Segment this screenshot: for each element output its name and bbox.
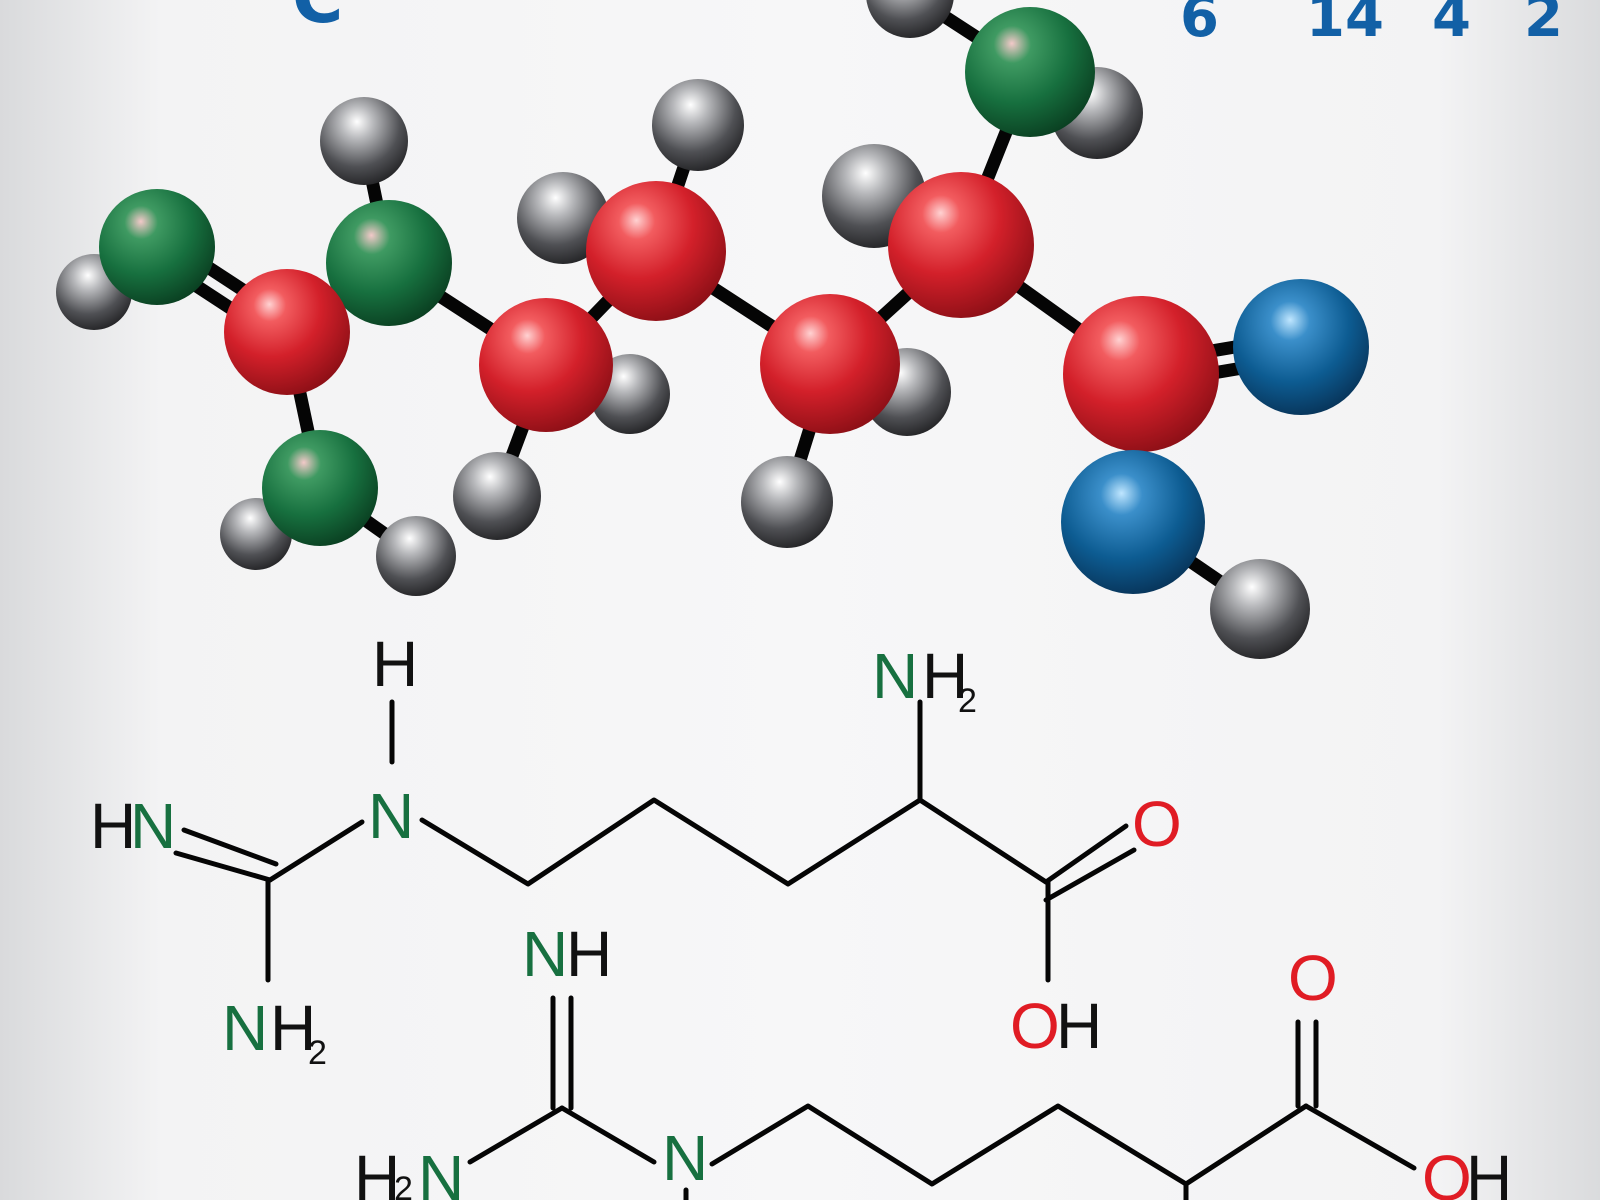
formula-subscript-c: 6 <box>1180 0 1219 50</box>
label-nh2-top-sub: 2 <box>958 682 977 720</box>
bond-c-o-double-b <box>1043 847 1137 903</box>
label2-oh-o: O <box>1422 1142 1472 1200</box>
oxygen-atom <box>1233 279 1369 415</box>
bond-c-n-mid <box>267 819 365 883</box>
structure-1-labels: H N H 2 H N N O N H 2 O H <box>90 628 1182 1072</box>
carbon-atom <box>586 181 726 321</box>
bond-c-nh-double-b <box>181 827 279 867</box>
nitrogen-atom <box>965 7 1095 137</box>
formula-subscript-h: 14 <box>1306 0 1384 50</box>
label-n-mid: N <box>368 780 414 852</box>
label2-nh-h: H <box>566 918 612 990</box>
hydrogen-atom <box>453 452 541 540</box>
ball-and-stick-model <box>56 0 1369 659</box>
carbon-chain-2 <box>709 1103 1309 1187</box>
hydrogen-atom <box>517 172 609 264</box>
label-oh-h: H <box>1056 990 1102 1062</box>
hydrogen-atom <box>866 0 954 38</box>
carbon-atom <box>1063 296 1219 452</box>
label-hn-n: N <box>130 790 176 862</box>
formula-c-fragment: C <box>292 0 343 39</box>
formula-subscript-n: 4 <box>1432 0 1471 50</box>
carbon-atom <box>760 294 900 434</box>
label-o-top: O <box>1132 788 1182 860</box>
label2-o-top: O <box>1288 942 1338 1014</box>
label-h-top: H <box>372 628 418 700</box>
label-hn-h: H <box>90 790 136 862</box>
carbon-chain-1 <box>419 797 1049 887</box>
nitrogen-atom <box>326 200 452 326</box>
hydrogen-atom <box>1210 559 1310 659</box>
label-nh2-bottom-h: H <box>270 992 316 1064</box>
label2-n-mid: N <box>662 1122 708 1194</box>
label2-nh-n: N <box>522 918 568 990</box>
nitrogen-atom <box>99 189 215 305</box>
hydrogen-atom <box>376 516 456 596</box>
nitrogen-atom <box>262 430 378 546</box>
label2-h2n-h: H <box>354 1142 400 1200</box>
structure-2-labels: N H O H 2 N N O H <box>354 918 1512 1200</box>
bond-c-nh-double-a <box>173 850 273 883</box>
carbon-atom <box>479 298 613 432</box>
hydrogen-atom <box>652 79 744 171</box>
model-atoms <box>56 0 1369 659</box>
bond2-c-n <box>559 1105 657 1165</box>
formula-subscript-o: 2 <box>1524 0 1563 50</box>
label-nh2-bottom-n: N <box>222 992 268 1064</box>
oxygen-atom <box>1061 450 1205 594</box>
label-nh2-top-h: H <box>922 640 968 712</box>
bond2-c-nh2 <box>467 1105 565 1165</box>
bond2-c-oh <box>1303 1103 1417 1171</box>
label2-h2n-sub: 2 <box>394 1170 413 1200</box>
carbon-atom <box>888 172 1034 318</box>
label-nh2-top-n: N <box>872 640 918 712</box>
label2-oh-h: H <box>1466 1142 1512 1200</box>
molecular-formula: C 6 14 4 2 <box>292 0 1563 50</box>
bond-c-o-double-a <box>1043 823 1129 885</box>
label-nh2-bottom-sub: 2 <box>308 1034 327 1072</box>
hydrogen-atom <box>741 456 833 548</box>
label2-h2n-n: N <box>418 1142 464 1200</box>
carbon-atom <box>224 269 350 395</box>
hydrogen-atom <box>320 97 408 185</box>
skeletal-structure-2 <box>467 995 1417 1200</box>
skeletal-structure-1 <box>173 699 1137 983</box>
label-oh-o: O <box>1010 990 1060 1062</box>
